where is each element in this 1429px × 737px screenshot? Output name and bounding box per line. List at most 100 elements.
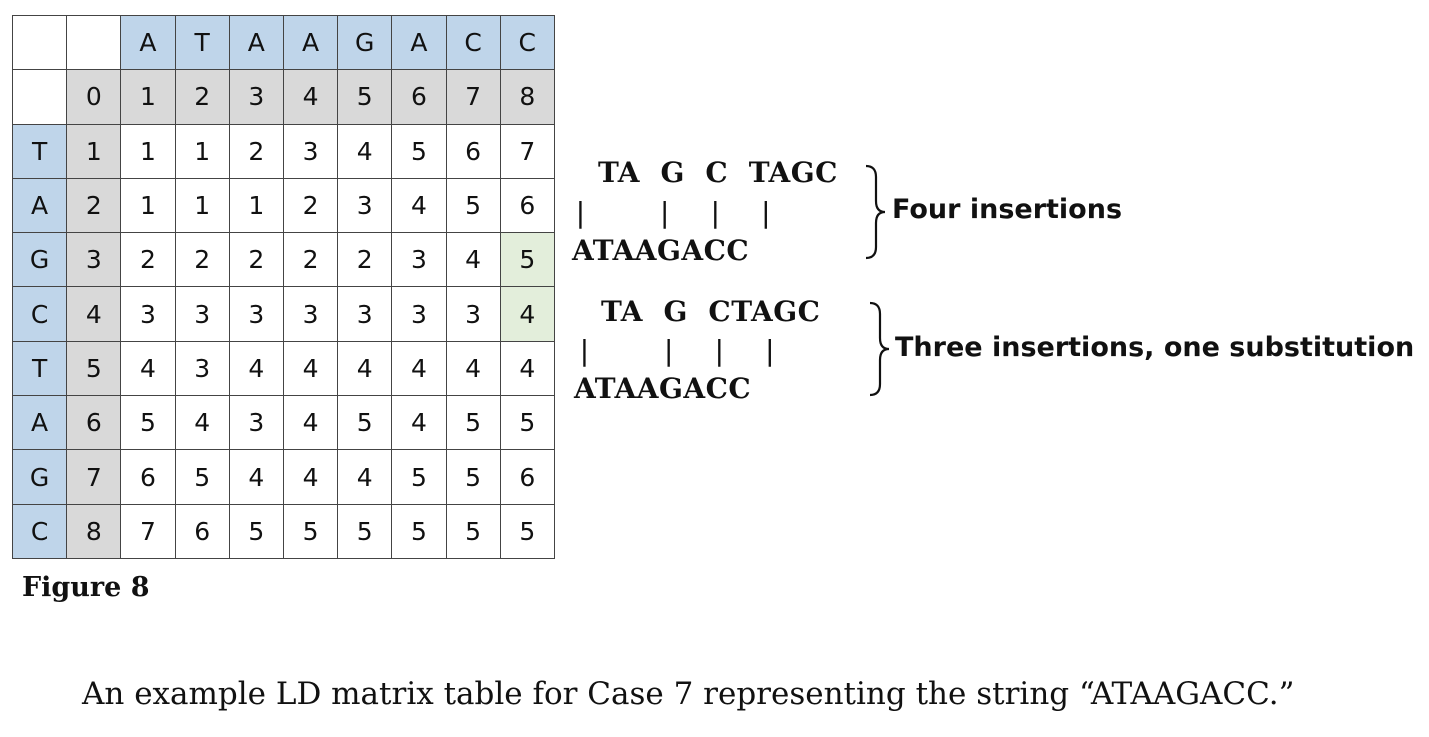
alignment-2-bars: | | | | bbox=[576, 334, 779, 367]
row-index-header: 2 bbox=[67, 178, 122, 234]
row-letter-header: A bbox=[13, 396, 68, 451]
row-index-header: 1 bbox=[67, 124, 122, 179]
alignment-1-reference: ATAAGACC bbox=[572, 234, 750, 267]
matrix-cell: 4 bbox=[500, 287, 555, 342]
column-index-header: 8 bbox=[500, 70, 555, 125]
matrix-cell: 1 bbox=[229, 178, 284, 234]
matrix-cell: 4 bbox=[446, 341, 501, 397]
row-index-header: 3 bbox=[67, 233, 122, 288]
column-letter-header: G bbox=[338, 16, 393, 71]
row-letter-header: G bbox=[13, 450, 68, 505]
matrix-cell: 2 bbox=[283, 233, 339, 288]
column-index-header: 4 bbox=[283, 70, 339, 125]
matrix-cell: 3 bbox=[338, 178, 393, 234]
matrix-cell: 2 bbox=[121, 233, 176, 288]
row-letter-header: C bbox=[13, 504, 68, 559]
matrix-cell: 4 bbox=[229, 450, 284, 505]
matrix-cell: 5 bbox=[283, 504, 339, 559]
matrix-cell: 6 bbox=[175, 504, 230, 559]
corner-blank-cell bbox=[13, 16, 68, 71]
matrix-cell: 5 bbox=[229, 504, 284, 559]
matrix-cell: 2 bbox=[283, 178, 339, 234]
matrix-cell: 5 bbox=[500, 233, 555, 288]
matrix-cell: 4 bbox=[392, 178, 447, 234]
matrix-cell: 5 bbox=[121, 396, 176, 451]
matrix-cell: 3 bbox=[283, 124, 339, 179]
matrix-cell: 5 bbox=[446, 178, 501, 234]
row-index-header: 4 bbox=[67, 287, 122, 342]
matrix-cell: 5 bbox=[338, 396, 393, 451]
matrix-cell: 1 bbox=[175, 124, 230, 179]
matrix-cell: 6 bbox=[121, 450, 176, 505]
column-letter-header: A bbox=[121, 16, 176, 71]
matrix-cell: 5 bbox=[446, 504, 501, 559]
matrix-cell: 6 bbox=[500, 178, 555, 234]
matrix-cell: 4 bbox=[500, 341, 555, 397]
matrix-cell: 5 bbox=[392, 504, 447, 559]
matrix-cell: 5 bbox=[175, 450, 230, 505]
column-index-header: 5 bbox=[338, 70, 393, 125]
column-index-header: 2 bbox=[175, 70, 230, 125]
matrix-cell: 5 bbox=[392, 124, 447, 179]
column-index-header: 7 bbox=[446, 70, 501, 125]
matrix-cell: 3 bbox=[392, 233, 447, 288]
matrix-cell: 1 bbox=[175, 178, 230, 234]
column-index-header: 0 bbox=[67, 70, 122, 125]
matrix-cell: 7 bbox=[121, 504, 176, 559]
column-letter-header: A bbox=[283, 16, 339, 71]
row-index-header: 5 bbox=[67, 341, 122, 397]
matrix-cell: 1 bbox=[121, 178, 176, 234]
matrix-cell: 2 bbox=[338, 233, 393, 288]
matrix-cell: 6 bbox=[446, 124, 501, 179]
matrix-cell: 4 bbox=[175, 396, 230, 451]
row-letter-header: A bbox=[13, 178, 68, 234]
alignment-1-brace bbox=[865, 164, 886, 260]
matrix-cell: 2 bbox=[229, 124, 284, 179]
matrix-cell: 5 bbox=[446, 450, 501, 505]
matrix-cell: 7 bbox=[500, 124, 555, 179]
matrix-cell: 4 bbox=[283, 396, 339, 451]
corner-blank-cell bbox=[67, 16, 122, 71]
figure-label: Figure 8 bbox=[22, 572, 150, 603]
matrix-cell: 1 bbox=[121, 124, 176, 179]
matrix-cell: 2 bbox=[175, 233, 230, 288]
alignment-2-reference: ATAAGACC bbox=[574, 372, 752, 405]
matrix-cell: 3 bbox=[392, 287, 447, 342]
matrix-cell: 3 bbox=[229, 287, 284, 342]
matrix-cell: 3 bbox=[175, 287, 230, 342]
alignment-1-description: Four insertions bbox=[892, 194, 1123, 225]
matrix-cell: 3 bbox=[121, 287, 176, 342]
matrix-cell: 5 bbox=[338, 504, 393, 559]
matrix-cell: 3 bbox=[229, 396, 284, 451]
row-letter-header: T bbox=[13, 341, 68, 397]
matrix-cell: 4 bbox=[283, 341, 339, 397]
column-letter-header: C bbox=[500, 16, 555, 71]
row-index-header: 7 bbox=[67, 450, 122, 505]
matrix-cell: 2 bbox=[229, 233, 284, 288]
corner-blank-cell bbox=[13, 70, 68, 125]
row-letter-header: C bbox=[13, 287, 68, 342]
column-letter-header: C bbox=[446, 16, 501, 71]
matrix-cell: 4 bbox=[392, 396, 447, 451]
column-letter-header: A bbox=[392, 16, 447, 71]
matrix-cell: 5 bbox=[500, 396, 555, 451]
row-letter-header: T bbox=[13, 124, 68, 179]
alignment-2-query: TA G CTAGC bbox=[601, 295, 821, 328]
matrix-cell: 3 bbox=[283, 287, 339, 342]
matrix-cell: 6 bbox=[500, 450, 555, 505]
column-index-header: 1 bbox=[121, 70, 176, 125]
column-index-header: 6 bbox=[392, 70, 447, 125]
figure-caption: An example LD matrix table for Case 7 re… bbox=[82, 676, 1295, 712]
column-index-header: 3 bbox=[229, 70, 284, 125]
matrix-cell: 4 bbox=[392, 341, 447, 397]
matrix-cell: 5 bbox=[500, 504, 555, 559]
matrix-cell: 4 bbox=[338, 124, 393, 179]
matrix-cell: 3 bbox=[175, 341, 230, 397]
alignment-2-brace bbox=[869, 301, 890, 397]
row-index-header: 8 bbox=[67, 504, 122, 559]
matrix-cell: 4 bbox=[121, 341, 176, 397]
matrix-cell: 4 bbox=[338, 341, 393, 397]
column-letter-header: T bbox=[175, 16, 230, 71]
